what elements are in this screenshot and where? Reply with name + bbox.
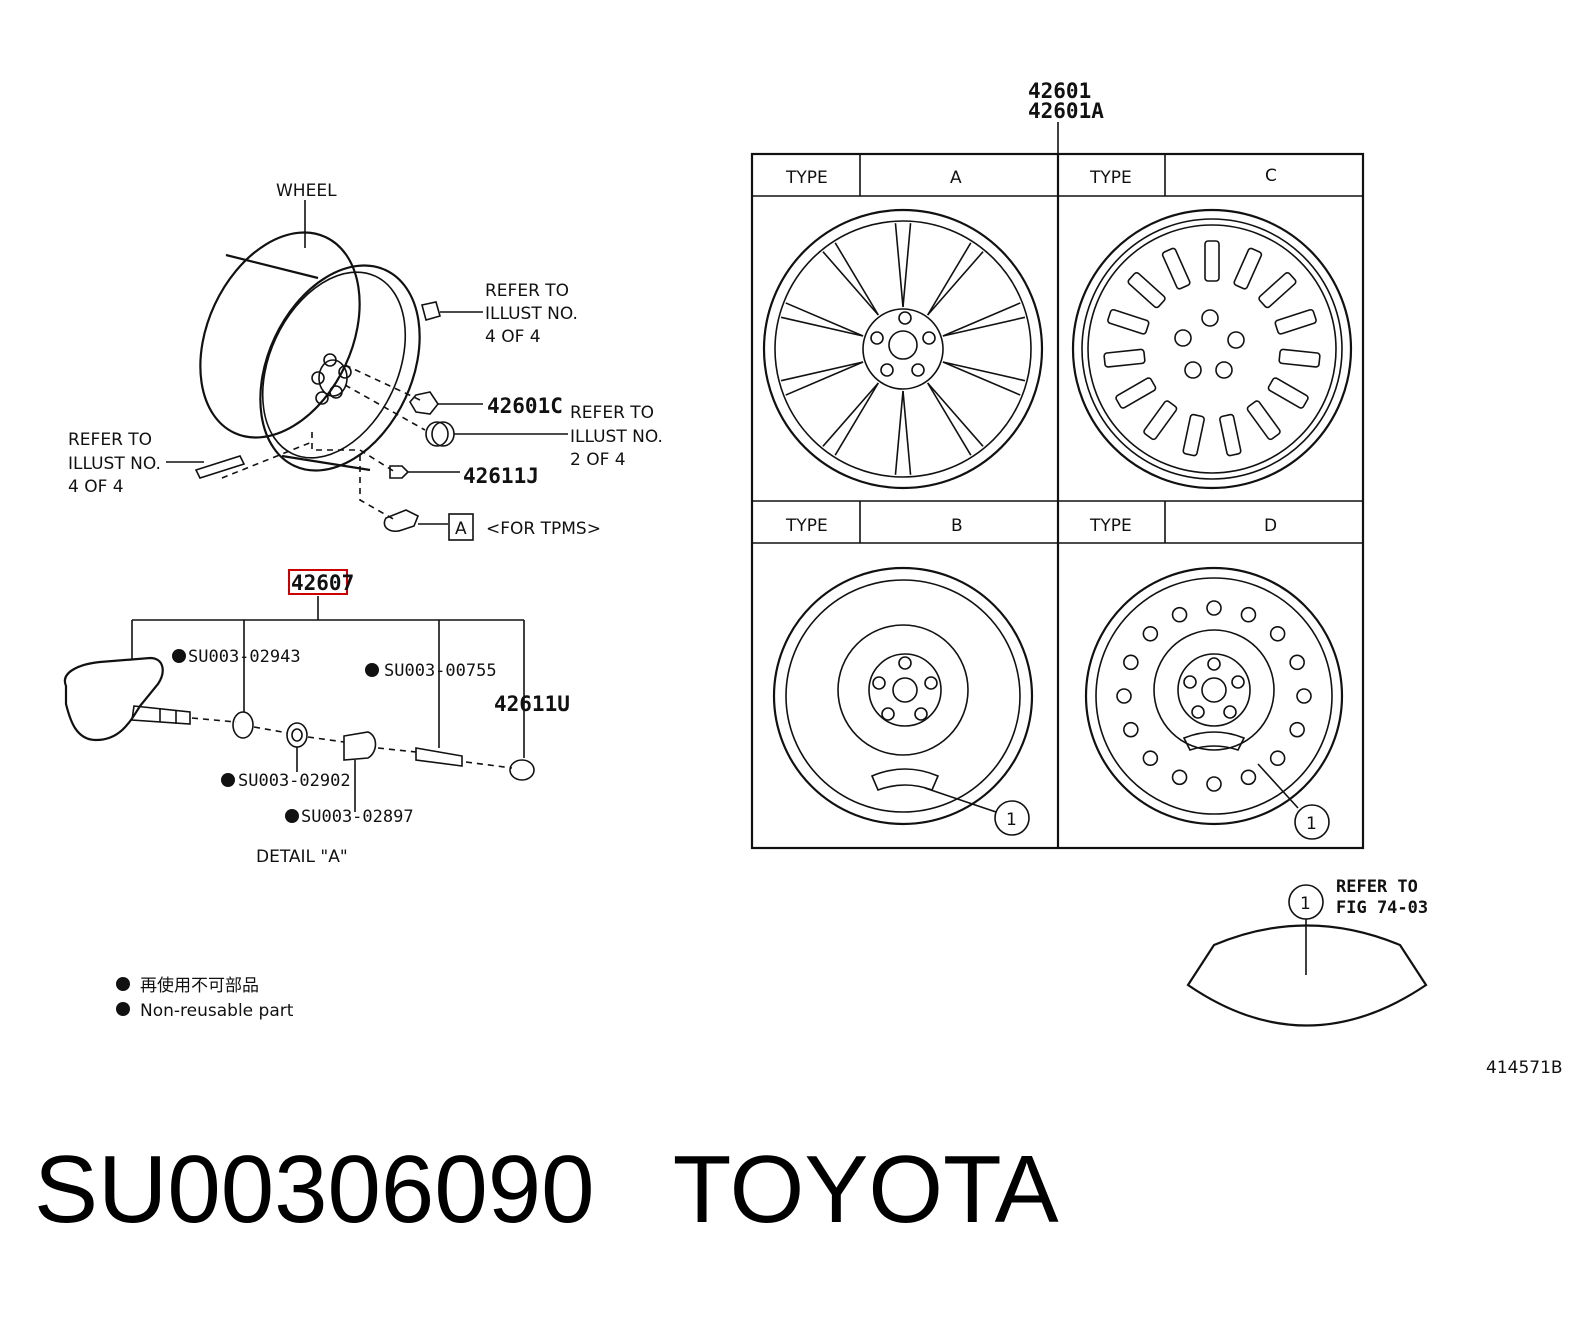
refer-left-line1: REFER TO [68, 430, 152, 450]
refer-right-line3: 2 OF 4 [570, 450, 626, 470]
part-42607-label[interactable]: 42607 [291, 571, 354, 595]
refer-fig: 1 REFER TO FIG 74-03 [1186, 877, 1428, 1027]
type-label-d: TYPE [1089, 516, 1132, 536]
part-42601C-label: 42601C [487, 394, 563, 418]
type-label-b: TYPE [785, 516, 828, 536]
wheel-drawing [199, 231, 421, 472]
refer-top-line1: REFER TO [485, 281, 569, 301]
callout-b: 1 [1006, 810, 1017, 830]
caption-brand: TOYOTA [672, 1136, 1059, 1243]
type-b: B [951, 516, 963, 536]
illustration-id: 414571B [1486, 1058, 1563, 1078]
type-d: D [1264, 516, 1277, 536]
part-42611J-label: 42611J [463, 464, 539, 488]
part-su003-02943: SU003-02943 [188, 647, 301, 667]
type-label-c: TYPE [1089, 168, 1132, 188]
refer-fig-line2: FIG 74-03 [1336, 898, 1428, 918]
for-tpms-label: <FOR TPMS> [486, 519, 601, 539]
detail-a: 42607 SU003-02943 SU003-00755 42611U SU0 [63, 569, 570, 867]
part-42611U-label: 42611U [494, 692, 570, 716]
type-c: C [1265, 166, 1277, 186]
refer-fig-callout: 1 [1300, 894, 1311, 914]
header-42601A: 42601A [1028, 99, 1104, 123]
part-su003-00755: SU003-00755 [384, 661, 497, 681]
part-su003-02897: SU003-02897 [301, 807, 414, 827]
legend-jp: 再使用不可部品 [140, 975, 259, 996]
refer-right-line1: REFER TO [570, 403, 654, 423]
header-42601: 42601 [1028, 79, 1091, 103]
refer-left-line3: 4 OF 4 [68, 477, 124, 497]
wheel-type-b-drawing: 1 [772, 566, 1034, 836]
callout-d: 1 [1306, 814, 1317, 834]
type-a: A [950, 168, 962, 188]
detail-a-title: DETAIL "A" [256, 847, 348, 867]
part-su003-02902: SU003-02902 [238, 771, 351, 791]
refer-top-line2: ILLUST NO. [485, 304, 578, 324]
type-label-a: TYPE [785, 168, 828, 188]
refer-left-line2: ILLUST NO. [68, 454, 161, 474]
wheel-assembly: WHEEL REFER TO ILLUST NO. 4 OF 4 42601C [68, 181, 663, 541]
wheel-type-d-drawing: 1 [1084, 566, 1344, 840]
wheel-label: WHEEL [276, 181, 337, 201]
caption-part-number: SU00306090 [34, 1136, 595, 1243]
caption: SU00306090 TOYOTA [34, 1140, 1059, 1240]
wheel-type-table: 42601 42601A TYPE A TYPE C TYPE B TYPE D [750, 79, 1365, 850]
highlight-box [288, 569, 348, 595]
refer-right-line2: ILLUST NO. [570, 427, 663, 447]
wheel-type-c-drawing [1071, 208, 1353, 490]
legend: 再使用不可部品 Non-reusable part [116, 975, 294, 1021]
wheel-type-a-drawing [762, 208, 1044, 490]
detail-a-box: A [455, 519, 467, 539]
legend-en: Non-reusable part [140, 1001, 294, 1021]
refer-fig-line1: REFER TO [1336, 877, 1418, 897]
refer-top-line3: 4 OF 4 [485, 327, 541, 347]
